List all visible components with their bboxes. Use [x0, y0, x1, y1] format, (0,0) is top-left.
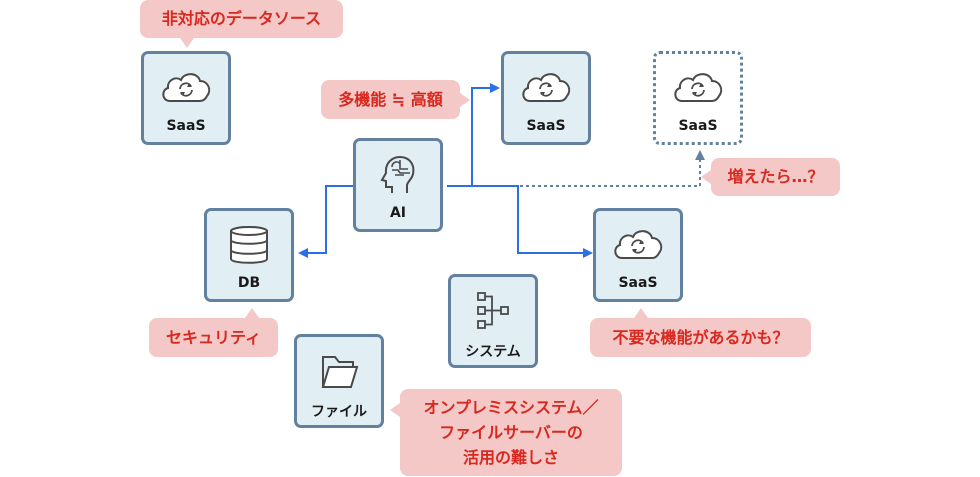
system-node: システム: [448, 274, 538, 368]
database-icon: [230, 226, 268, 264]
cloud-sync-icon: [614, 230, 663, 259]
callout-text: 非対応のデータソース: [161, 9, 322, 28]
callout-tail: [701, 170, 711, 184]
node-label: AI: [389, 205, 407, 221]
callout-text-line: オンプレミスシステム／: [423, 398, 599, 417]
saas-future-node: SaaS: [653, 51, 743, 145]
ai-node: AI: [353, 138, 443, 232]
callout-unsupported-datasource: 非対応のデータソース: [140, 0, 343, 48]
callout-text: 増えたら…？: [727, 167, 824, 186]
saas-unsupported-node: SaaS: [141, 51, 231, 145]
cloud-sync-icon: [162, 73, 211, 102]
node-label: SaaS: [678, 118, 718, 134]
saas-right-node: SaaS: [593, 208, 683, 302]
callout-text: 不要な機能があるかも？: [612, 328, 789, 347]
callout-expensive: 多機能 ≒ 高額: [321, 80, 470, 119]
callout-security: セキュリティ: [149, 308, 278, 357]
callout-text-line: 活用の難しさ: [462, 448, 559, 467]
callout-text-line: ファイルサーバーの: [439, 423, 583, 442]
hierarchy-icon: [477, 292, 509, 329]
saas-top-node: SaaS: [501, 51, 591, 145]
callout-tail: [460, 93, 470, 107]
node-label: DB: [237, 275, 261, 291]
callout-tail: [245, 308, 259, 318]
node-label: SaaS: [166, 118, 206, 134]
callout-onprem-difficulty: オンプレミスシステム／ ファイルサーバーの 活用の難しさ: [390, 389, 622, 476]
callout-text: 多機能 ≒ 高額: [338, 90, 443, 109]
folder-icon: [321, 356, 359, 388]
ai-head-icon: [380, 155, 415, 193]
node-label: SaaS: [618, 275, 658, 291]
node-label: ファイル: [311, 404, 367, 420]
callout-text: セキュリティ: [165, 328, 262, 347]
callout-unneeded-features: 不要な機能があるかも？: [590, 308, 811, 357]
connector-ai-to-saas-right: [447, 185, 593, 258]
callout-tail: [634, 308, 648, 318]
callout-tail: [390, 403, 400, 417]
db-node: DB: [204, 208, 294, 302]
connector-ai-to-db: [298, 185, 353, 258]
cloud-sync-icon: [674, 73, 723, 102]
connector-ai-to-saas-future: [520, 150, 705, 187]
node-label: システム: [465, 344, 521, 360]
callout-tail: [180, 38, 194, 48]
file-node: ファイル: [294, 334, 384, 428]
node-label: SaaS: [526, 118, 566, 134]
cloud-sync-icon: [522, 73, 571, 102]
callout-increase: 増えたら…？: [701, 158, 840, 196]
